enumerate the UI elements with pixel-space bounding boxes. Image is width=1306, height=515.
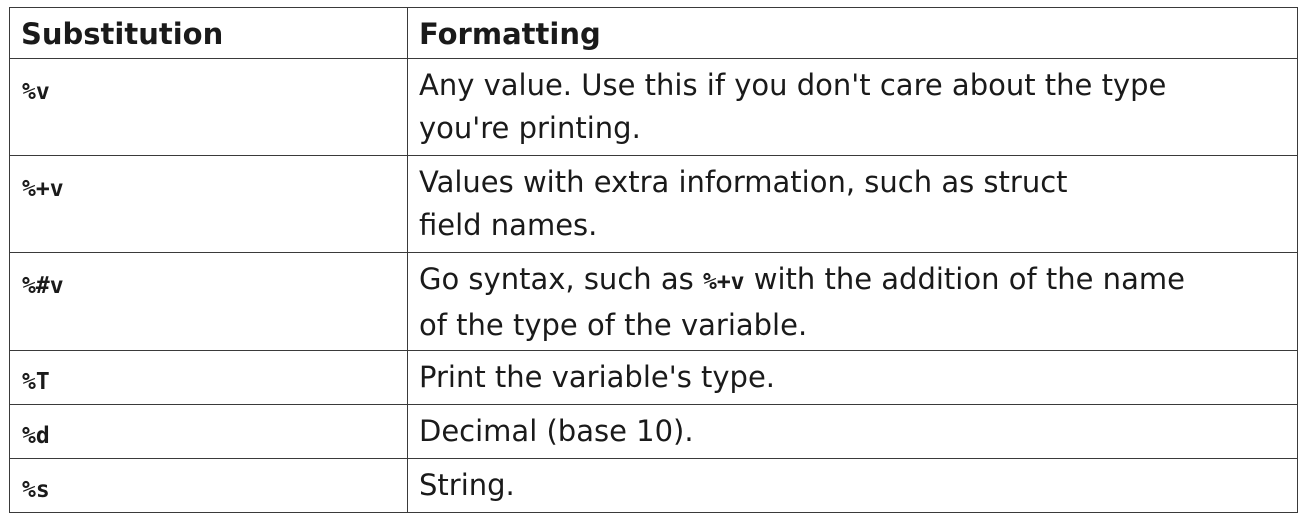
substitution-cell: %d [9,404,408,459]
formatting-text-line: you're printing. [419,111,641,145]
format-verbs-table: Substitution Formatting %v Any value. Us… [9,7,1298,513]
table-header-row: Substitution Formatting [9,7,1298,59]
header-formatting: Formatting [407,7,1298,59]
substitution-cell: %T [9,350,408,405]
substitution-cell: %+v [9,155,408,253]
formatting-cell: Values with extra information, such as s… [407,155,1298,253]
table-row: %v Any value. Use this if you don't care… [9,58,1298,156]
substitution-cell: %v [9,58,408,156]
formatting-text-line: Print the variable's type. [419,360,776,394]
table-row: %d Decimal (base 10). [9,404,1298,459]
formatting-text-line: Decimal (base 10). [419,414,694,448]
formatting-text-prefix: Go syntax, such as [419,262,703,296]
table-row: %+v Values with extra information, such … [9,155,1298,253]
formatting-text-line: Any value. Use this if you don't care ab… [419,68,1167,102]
substitution-cell: %s [9,458,408,513]
formatting-cell: Print the variable's type. [407,350,1298,405]
formatting-text-line: of the type of the variable. [419,308,808,342]
table-row: %#v Go syntax, such as %+v with the addi… [9,252,1298,351]
table-row: %s String. [9,458,1298,513]
table-row: %T Print the variable's type. [9,350,1298,405]
formatting-cell: Decimal (base 10). [407,404,1298,459]
formatting-cell: String. [407,458,1298,513]
formatting-cell: Any value. Use this if you don't care ab… [407,58,1298,156]
format-verbs-table-container: Substitution Formatting %v Any value. Us… [9,7,1298,513]
formatting-text-line: String. [419,468,515,502]
formatting-text-line: Values with extra information, such as s… [419,165,1068,199]
formatting-text-line: field names. [419,208,598,242]
formatting-cell: Go syntax, such as %+v with the addition… [407,252,1298,351]
formatting-text-suffix: with the addition of the name [744,262,1185,296]
inline-code: %+v [702,269,745,295]
substitution-cell: %#v [9,252,408,351]
header-substitution: Substitution [9,7,408,59]
